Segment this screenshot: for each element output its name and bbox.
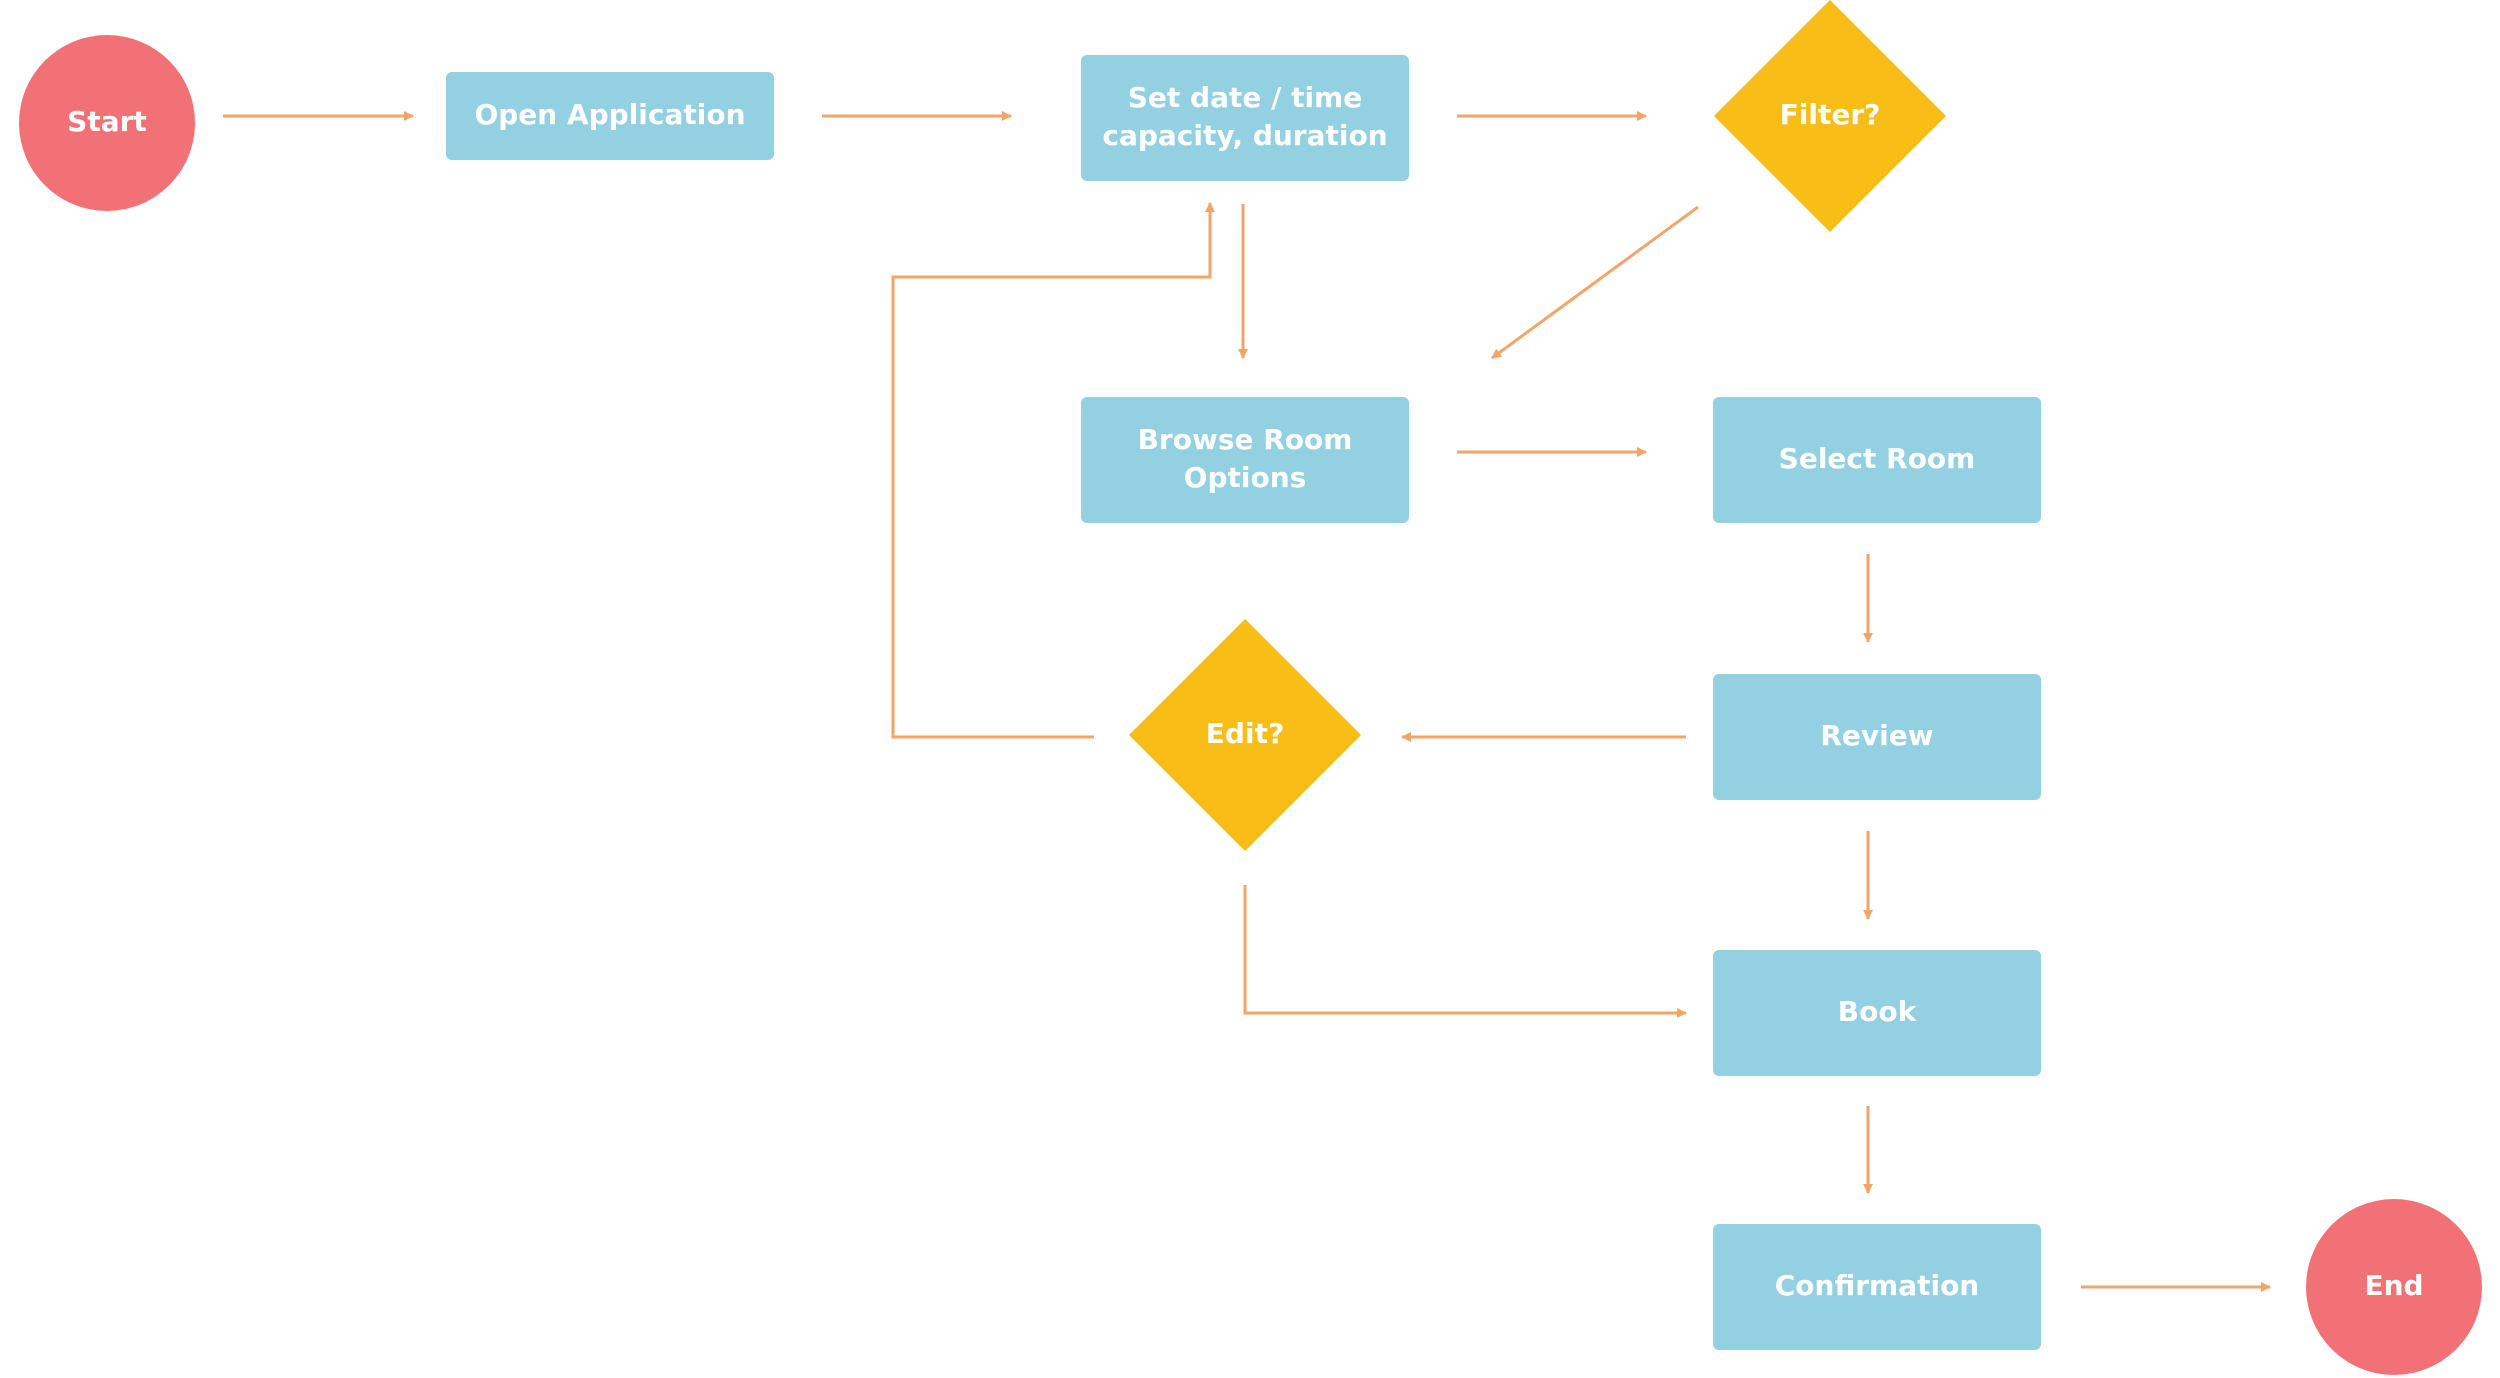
node-end: End: [2306, 1199, 2482, 1375]
filter-decision-diamond: [1714, 0, 1946, 232]
confirmation-process-box: [1713, 1224, 2041, 1350]
set-date-time-process-box: [1081, 55, 1409, 181]
filter-label: Filter?: [1780, 98, 1881, 131]
nodes-layer: Start Open Application Set date / time capa…: [19, 0, 2482, 1375]
node-start: Start: [19, 35, 195, 211]
set-date-time-label-line-1: Set date / time: [1128, 81, 1362, 114]
node-book: Book: [1713, 950, 2041, 1076]
open-application-label: Open Application: [474, 98, 745, 131]
edit-label: Edit?: [1206, 717, 1284, 750]
node-edit: Edit?: [1129, 619, 1361, 851]
node-confirmation: Confirmation: [1713, 1224, 2041, 1350]
open-application-process-box: [446, 72, 774, 160]
start-terminal-circle: [19, 35, 195, 211]
arrow-edit-to-book: [1243, 885, 1687, 1018]
node-open-application: Open Application: [446, 72, 774, 160]
end-label: End: [2364, 1269, 2423, 1302]
node-review: Review: [1713, 674, 2041, 800]
review-label: Review: [1820, 719, 1933, 752]
end-terminal-circle: [2306, 1199, 2482, 1375]
start-label: Start: [67, 105, 147, 138]
browse-room-options-label-line-1: Browse Room: [1138, 423, 1353, 456]
node-filter: Filter?: [1714, 0, 1946, 232]
arrow-filter-to-browse-room-options: [1491, 205, 1699, 360]
node-select-room: Select Room: [1713, 397, 2041, 523]
connectors-layer: [223, 111, 2271, 1292]
review-process-box: [1713, 674, 2041, 800]
node-set-date-time: Set date / time capacity, duration: [1081, 55, 1409, 181]
book-process-box: [1713, 950, 2041, 1076]
confirmation-label: Confirmation: [1775, 1269, 1980, 1302]
edit-decision-diamond: [1129, 619, 1361, 851]
arrow-edit-to-set-date-time: [891, 202, 1215, 739]
select-room-label: Select Room: [1779, 442, 1976, 475]
browse-room-options-label-line-2: Options: [1184, 461, 1307, 494]
select-room-process-box: [1713, 397, 2041, 523]
set-date-time-label-line-2: capacity, duration: [1102, 119, 1387, 152]
book-label: Book: [1838, 995, 1918, 1028]
browse-room-options-process-box: [1081, 397, 1409, 523]
